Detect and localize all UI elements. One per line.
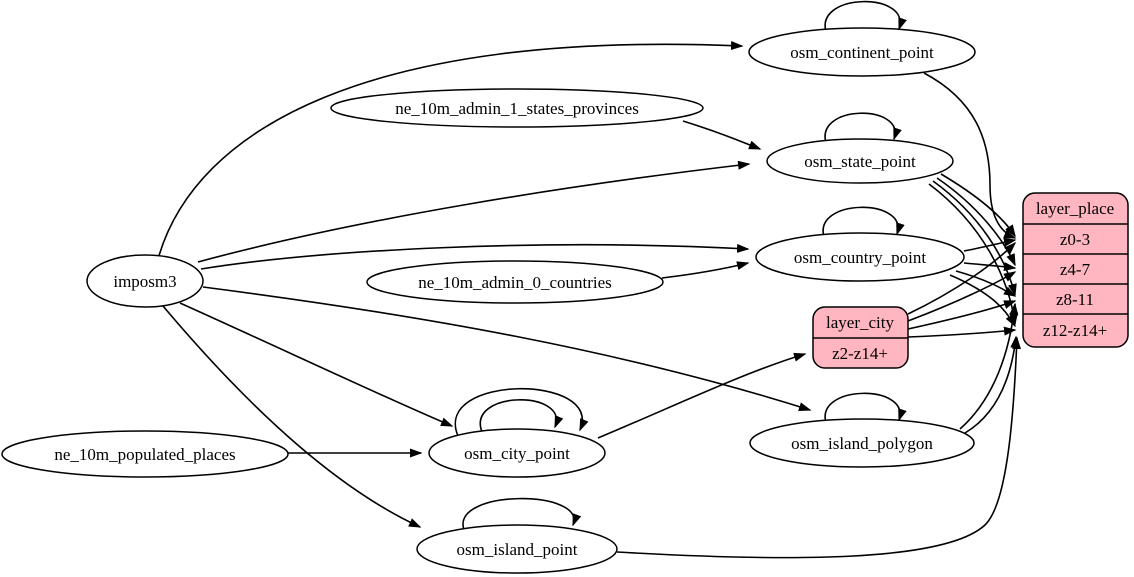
node-ne_10m_admin_0_countries: ne_10m_admin_0_countries <box>366 260 664 304</box>
edge-osm_state_point-layer_place-z8-11 <box>932 180 1017 297</box>
edge-osm_continent_point-layer_place-z0-3 <box>923 72 1017 239</box>
osm_city_point-ellipse <box>428 428 606 478</box>
edge-layer_city-layer_place-z0-3 <box>907 241 1017 315</box>
edge-imposm3-osm_state_point <box>197 160 751 263</box>
layer_place-box <box>1022 192 1129 348</box>
edge-self-loop-osm_island_polygon <box>824 392 907 424</box>
layer_place-row-z0-3: z0-3 <box>1060 230 1090 249</box>
layer_place-row-z4-7: z4-7 <box>1060 260 1091 279</box>
node-ne_10m_populated_places: ne_10m_populated_places <box>1 430 289 478</box>
edge-layer_city-layer_place-z12-z14 <box>907 326 1017 338</box>
node-osm_state_point: osm_state_point <box>766 138 954 184</box>
edge-imposm3-osm_island_point <box>162 305 422 528</box>
osm_country_point-label: osm_country_point <box>794 248 926 267</box>
imposm3-ellipse <box>86 254 204 308</box>
ne_10m_admin_1_states_provinces-label: ne_10m_admin_1_states_provinces <box>395 99 639 118</box>
layer_place-row-z12-z14: z12-z14+ <box>1043 321 1107 340</box>
edge-self-loop-inner-osm_city_point <box>479 399 564 433</box>
record-layer_place: layer_place z0-3 z4-7 z8-11 z12-z14+ <box>1022 192 1129 348</box>
ne_10m_admin_0_countries-ellipse <box>366 260 664 304</box>
layer_place-title: layer_place <box>1036 199 1114 218</box>
edge-osm_country_point-layer_place-z0-3 <box>963 237 1017 252</box>
layer_place-row-z8-11: z8-11 <box>1056 290 1094 309</box>
edge-imposm3-osm_country_point <box>200 243 750 270</box>
edge-osm_island_polygon-layer_place-z8-11 <box>959 302 1019 430</box>
edge-osm_city_point-layer_city <box>597 352 807 439</box>
node-osm_country_point: osm_country_point <box>755 232 965 282</box>
osm_island_point-label: osm_island_point <box>457 540 578 559</box>
node-osm_continent_point: osm_continent_point <box>748 27 976 77</box>
osm_city_point-label: osm_city_point <box>464 444 570 463</box>
osm_state_point-ellipse <box>766 138 954 184</box>
edge-self-loop-osm_island_point <box>462 497 582 531</box>
edge-ne_10m_admin_1_states_provinces-osm_state_point <box>682 120 762 150</box>
node-ne_10m_admin_1_states_provinces: ne_10m_admin_1_states_provinces <box>330 88 704 128</box>
edge-self-loop-osm_country_point <box>822 206 905 238</box>
osm_country_point-ellipse <box>755 232 965 282</box>
layer_city-title: layer_city <box>826 313 894 332</box>
edge-osm_country_point-layer_place-z4-7 <box>963 262 1017 272</box>
ne_10m_populated_places-ellipse <box>1 430 289 478</box>
edge-osm_island_point-layer_place-z12-z14 <box>616 336 1022 559</box>
node-osm_city_point: osm_city_point <box>428 428 606 478</box>
edge-layer_city-layer_place-z8-11 <box>907 300 1017 330</box>
edge-ne_10m_admin_0_countries-osm_country_point <box>661 261 750 279</box>
osm_island_point-ellipse <box>416 524 618 574</box>
imposm3-label: imposm3 <box>113 272 176 291</box>
ne_10m_admin_0_countries-label: ne_10m_admin_0_countries <box>418 273 612 292</box>
edge-imposm3-osm_continent_point <box>157 41 744 260</box>
edge-imposm3-osm_city_point <box>179 302 454 427</box>
record-layer_city: layer_city z2-z14+ <box>812 306 909 369</box>
edge-self-loop-osm_continent_point <box>824 0 907 33</box>
osm_continent_point-ellipse <box>748 27 976 77</box>
edge-self-loop-osm_state_point <box>824 112 902 144</box>
osm_continent_point-label: osm_continent_point <box>790 43 934 62</box>
edge-imposm3-osm_island_polygon <box>202 286 812 411</box>
node-osm_island_point: osm_island_point <box>416 524 618 574</box>
osm_state_point-label: osm_state_point <box>804 152 916 171</box>
layer_city-row-z2-z14: z2-z14+ <box>832 344 888 363</box>
edge-osm_island_polygon-layer_place-z12-z14 <box>964 335 1020 434</box>
ne_10m_admin_1_states_provinces-ellipse <box>330 88 704 128</box>
osm_island_polygon-ellipse <box>749 418 975 468</box>
ne_10m_populated_places-label: ne_10m_populated_places <box>54 445 235 464</box>
edge-layer_city-layer_place-z4-7 <box>907 271 1017 322</box>
node-osm_island_polygon: osm_island_polygon <box>749 418 975 468</box>
edge-osm_state_point-layer_place-z4-7 <box>936 177 1016 267</box>
osm_island_polygon-label: osm_island_polygon <box>791 434 933 453</box>
edges <box>157 0 1022 559</box>
edge-osm_country_point-layer_place-z8-11 <box>955 270 1017 297</box>
edge-self-loop-outer-osm_city_point <box>454 387 589 437</box>
edge-osm_state_point-layer_place-z0-3 <box>940 173 1016 238</box>
node-imposm3: imposm3 <box>86 254 204 308</box>
